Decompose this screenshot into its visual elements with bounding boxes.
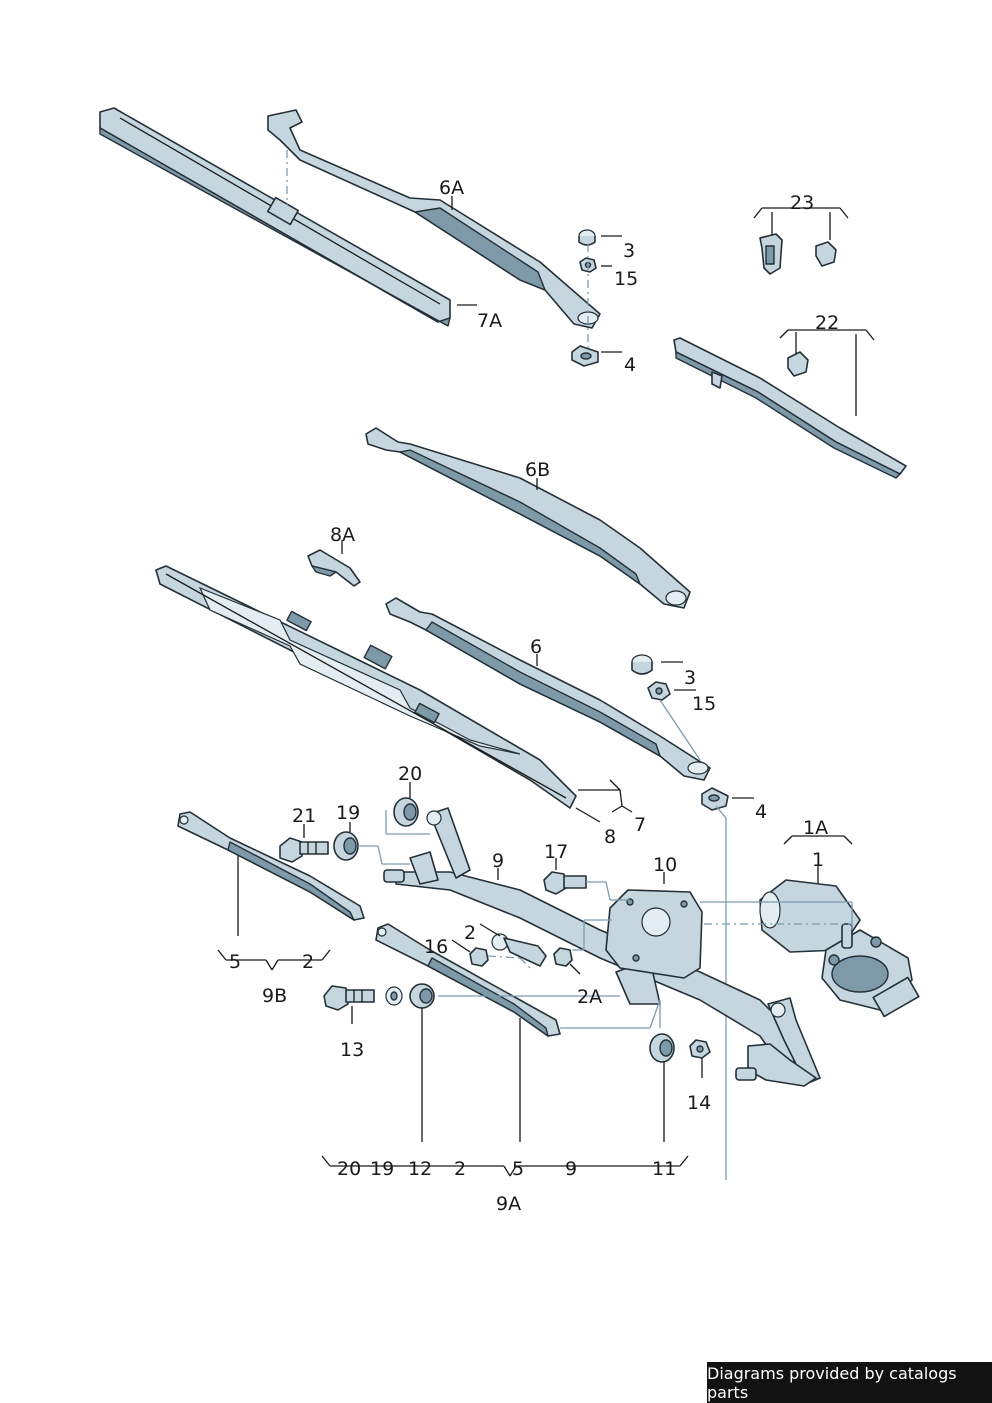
label-6: 6 xyxy=(530,636,542,658)
label-2-ballstud: 2 xyxy=(464,922,476,944)
ball-stud-2[interactable] xyxy=(491,933,547,967)
clip-23-a[interactable] xyxy=(759,233,783,275)
label-13: 13 xyxy=(340,1039,364,1061)
clip-23-b[interactable] xyxy=(815,241,837,267)
label-9A: 9A xyxy=(496,1193,521,1215)
label-2-9B: 2 xyxy=(302,951,314,973)
clip-22[interactable] xyxy=(787,351,809,377)
group-label-12: 12 xyxy=(408,1158,432,1180)
label-2A: 2A xyxy=(577,986,602,1008)
crank-rod-9B[interactable] xyxy=(177,811,365,921)
label-17: 17 xyxy=(544,841,568,863)
group-label-2: 2 xyxy=(454,1158,466,1180)
cover-strip-22[interactable] xyxy=(673,337,907,479)
bolt-13[interactable] xyxy=(323,985,375,1011)
attribution-text: Diagrams provided by catalogs parts xyxy=(707,1363,957,1402)
label-5-9B: 5 xyxy=(229,951,241,973)
wiper-blade-7A[interactable] xyxy=(99,107,451,327)
label-23: 23 xyxy=(790,192,814,214)
label-20: 20 xyxy=(398,763,422,785)
label-22: 22 xyxy=(815,312,839,334)
label-21: 21 xyxy=(292,805,316,827)
label-8A: 8A xyxy=(330,524,355,546)
label-10: 10 xyxy=(653,854,677,876)
bracket-plate-10[interactable] xyxy=(605,889,703,979)
group-label-11: 11 xyxy=(652,1158,676,1180)
crank-rod-9A[interactable] xyxy=(375,923,561,1037)
cap-3-upper[interactable] xyxy=(578,229,596,246)
wiper-arm-6[interactable] xyxy=(385,597,711,781)
nut-14[interactable] xyxy=(689,1039,711,1059)
attribution-footer: Diagrams provided by catalogs parts xyxy=(707,1362,992,1403)
label-3-lower: 3 xyxy=(684,667,696,689)
label-9: 9 xyxy=(492,850,504,872)
label-7: 7 xyxy=(634,814,646,836)
label-14: 14 xyxy=(687,1092,711,1114)
wiper-arm-6B[interactable] xyxy=(365,427,691,609)
nut-15-lower[interactable] xyxy=(647,681,671,701)
bolt-17[interactable] xyxy=(543,871,587,895)
label-7A: 7A xyxy=(477,310,502,332)
group-label-20: 20 xyxy=(337,1158,361,1180)
washer-4-lower[interactable] xyxy=(701,787,729,811)
label-6B: 6B xyxy=(525,459,550,481)
label-6A: 6A xyxy=(439,177,464,199)
label-8: 8 xyxy=(604,826,616,848)
grommet-11[interactable] xyxy=(649,1033,675,1063)
bushing-12[interactable] xyxy=(409,983,435,1009)
cap-3-lower[interactable] xyxy=(631,654,653,675)
label-15-upper: 15 xyxy=(614,268,638,290)
washer-4-upper[interactable] xyxy=(571,345,599,367)
grommet-20[interactable] xyxy=(393,797,419,827)
label-1: 1 xyxy=(812,849,824,871)
label-19: 19 xyxy=(336,802,360,824)
bolt-21[interactable] xyxy=(279,837,329,863)
wiper-linkage-frame-9[interactable] xyxy=(383,807,821,1087)
nut-16[interactable] xyxy=(469,947,489,967)
label-9B: 9B xyxy=(262,985,287,1007)
label-3-upper: 3 xyxy=(623,240,635,262)
wiper-blade-7[interactable] xyxy=(155,565,577,809)
wiper-motor-1[interactable] xyxy=(759,879,920,1018)
adapter-8A[interactable] xyxy=(307,549,361,587)
group-label-9: 9 xyxy=(565,1158,577,1180)
group-label-19: 19 xyxy=(370,1158,394,1180)
label-4-upper: 4 xyxy=(624,354,636,376)
bushing-19[interactable] xyxy=(333,831,359,861)
label-16: 16 xyxy=(424,936,448,958)
group-label-5: 5 xyxy=(512,1158,524,1180)
label-1A: 1A xyxy=(803,817,828,839)
label-4-lower: 4 xyxy=(755,801,767,823)
nut-16-b[interactable] xyxy=(553,947,573,967)
label-15-lower: 15 xyxy=(692,693,716,715)
washer-19-9A[interactable] xyxy=(385,986,403,1006)
